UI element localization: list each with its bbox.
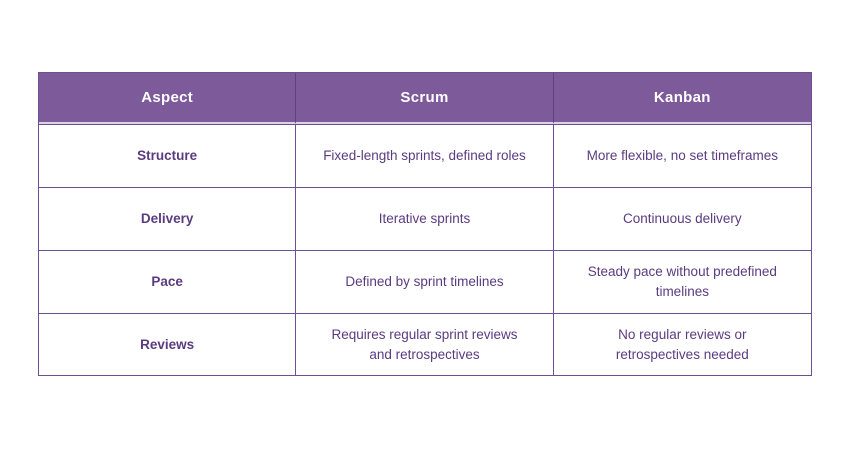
row-structure-aspect: Structure: [39, 124, 297, 187]
row-delivery-scrum: Iterative sprints: [296, 187, 554, 250]
header-cell-aspect: Aspect: [39, 73, 297, 124]
row-reviews-kanban: No regular reviews or retrospectives nee…: [553, 313, 811, 375]
comparison-table: Aspect Scrum Kanban Structure Fixed-leng…: [38, 72, 812, 376]
row-pace-kanban: Steady pace without predefined timelines: [553, 250, 811, 313]
row-pace-aspect: Pace: [39, 250, 297, 313]
row-delivery-kanban: Continuous delivery: [553, 187, 811, 250]
row-structure-scrum: Fixed-length sprints, defined roles: [296, 124, 554, 187]
row-pace-scrum: Defined by sprint timelines: [296, 250, 554, 313]
row-reviews-scrum: Requires regular sprint reviews and retr…: [296, 313, 554, 375]
row-delivery-aspect: Delivery: [39, 187, 297, 250]
row-reviews-aspect: Reviews: [39, 313, 297, 375]
row-structure-kanban: More flexible, no set timeframes: [553, 124, 811, 187]
header-cell-scrum: Scrum: [296, 73, 554, 124]
header-cell-kanban: Kanban: [553, 73, 811, 124]
